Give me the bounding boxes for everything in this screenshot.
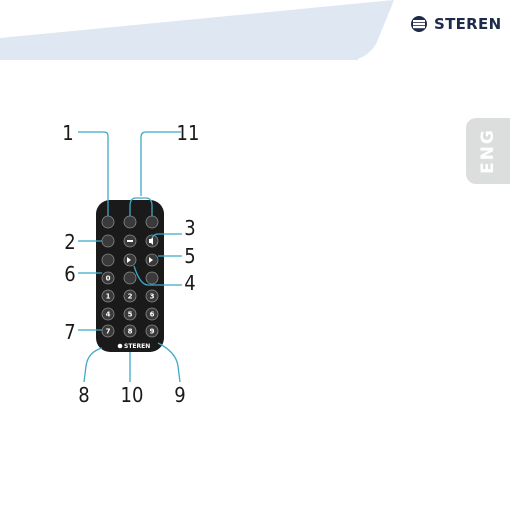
number-key: 7 (101, 324, 115, 338)
number-key: 4 (101, 307, 115, 321)
leader-lines (78, 131, 182, 383)
channel-down-button (123, 215, 137, 229)
remote-logo: STEREN (117, 343, 150, 350)
key-label: 8 (128, 328, 133, 336)
number-key: 5 (123, 307, 137, 321)
plus-200-button (145, 271, 159, 285)
callout-number: 8 (78, 383, 89, 407)
callout-number: 10 (121, 383, 144, 407)
number-key: 3 (145, 289, 159, 303)
number-key: 2 (123, 289, 137, 303)
callout-number: 3 (184, 216, 195, 240)
key-label: 0 (106, 275, 111, 283)
callout-number: 1 (62, 121, 73, 145)
callout-number: 4 (184, 271, 195, 295)
number-key: 1 (101, 289, 115, 303)
key-label: 4 (106, 311, 111, 319)
brand-logo: STEREN (410, 12, 501, 36)
steren-emblem-icon (411, 16, 427, 32)
number-key: 8 (123, 324, 137, 338)
callout-number: 11 (177, 121, 200, 145)
key-label: 1 (106, 293, 111, 301)
callout-number: 7 (64, 320, 75, 344)
power-button (101, 215, 115, 229)
header-band (0, 0, 510, 62)
next-button (145, 253, 159, 267)
key-label: 7 (106, 328, 111, 336)
key-label: 6 (150, 311, 155, 319)
remote-logo-text: STEREN (124, 343, 150, 350)
plus-100-button (123, 271, 137, 285)
eq-button (101, 253, 115, 267)
language-tab: ENG (466, 118, 510, 184)
callout-number: 2 (64, 230, 75, 254)
brand-name: STEREN (434, 15, 502, 33)
key-label: 5 (128, 311, 133, 319)
prev-button (101, 234, 115, 248)
number-key: 0 (101, 271, 115, 285)
number-key: 6 (145, 307, 159, 321)
key-label: 3 (150, 293, 155, 301)
callout-number: 5 (184, 244, 195, 268)
number-key: 9 (145, 324, 159, 338)
channel-up-button (145, 215, 159, 229)
mute-button (145, 234, 159, 248)
callout-number: 6 (64, 262, 75, 286)
key-label: 2 (128, 293, 133, 301)
callout-number: 9 (174, 383, 185, 407)
play-pause-button (123, 253, 137, 267)
minus-button (123, 234, 137, 248)
key-label: 9 (150, 328, 155, 336)
